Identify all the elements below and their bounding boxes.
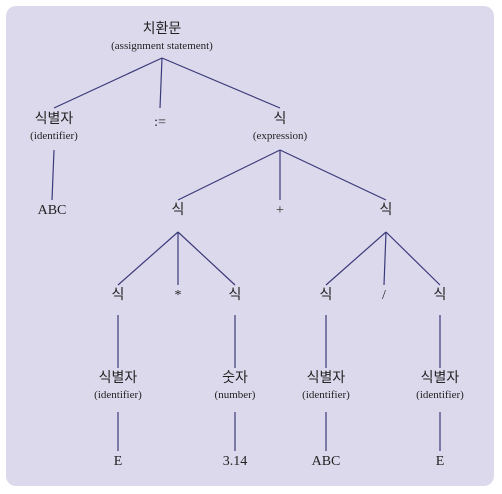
node-leaf-abc-2: ABC [312,454,341,469]
node-ident-e-1: 식별자 (identifier) [94,370,142,401]
node-label: 식별자 [99,370,138,386]
node-label: / [382,288,386,303]
edge-expr-root-to-expr-right [279,149,387,201]
node-assign: 치환문 (assignment statement) [111,21,213,52]
node-label: 식별자 [421,370,460,386]
node-assign-op: := [154,115,166,130]
node-label: 식 [229,287,242,303]
edge-expr-right-to-expr-rr [385,231,441,286]
node-label: ABC [312,454,341,469]
node-label: 식 [380,202,393,218]
node-mult-op: * [175,288,182,303]
edge-assign-to-ident-abc [53,57,163,109]
node-number-node: 숫자 (number) [215,370,256,401]
node-expr-ll: 식 [112,287,125,303]
node-ident-abc-2: 식별자 (identifier) [302,370,350,401]
tree-edges [51,57,441,451]
node-div-op: / [382,288,386,303]
node-sublabel: (assignment statement) [111,40,213,52]
edge-expr-left-to-expr-lr [177,231,236,286]
node-sublabel: (expression) [253,130,308,142]
node-sublabel: (identifier) [94,389,142,401]
node-expr-right: 식 [380,202,393,218]
node-sublabel: (identifier) [416,389,464,401]
node-expr-left: 식 [172,202,185,218]
node-sublabel: (identifier) [302,389,350,401]
node-label: 식 [112,287,125,303]
node-label: 식별자 [307,370,346,386]
edge-expr-right-to-expr-rl [325,231,387,286]
tree-nodes: 치환문 (assignment statement) 식별자 (identifier)… [30,21,464,469]
edge-assign-to-assign-op [159,57,163,109]
node-sublabel: (identifier) [30,130,78,142]
edge-assign-to-expr-root [161,57,281,109]
edge-expr-root-to-expr-left [177,149,281,201]
node-label: 식별자 [35,111,74,127]
node-leaf-e-1: E [114,454,123,469]
node-label: := [154,115,166,130]
node-label: * [175,288,182,303]
node-label: 숫자 [222,370,248,386]
node-label: 식 [274,111,287,127]
node-label: 식 [320,287,333,303]
diagram-background [6,6,494,486]
node-sublabel: (number) [215,389,256,401]
edge-ident-abc-to-leaf-abc-1 [51,149,55,201]
node-expr-root: 식 (expression) [253,111,308,142]
node-label: ABC [38,203,67,218]
node-leaf-e-2: E [436,454,445,469]
node-label: 식 [172,202,185,218]
node-label: 3.14 [223,454,248,469]
node-label: E [436,454,445,469]
node-label: + [276,203,284,218]
node-ident-e-2: 식별자 (identifier) [416,370,464,401]
node-plus-op: + [276,203,284,218]
edge-expr-left-to-expr-ll [117,231,179,286]
node-label: 식 [434,287,447,303]
node-label: 치환문 [143,21,182,37]
node-leaf-314: 3.14 [223,454,248,469]
edge-expr-right-to-div-op [383,231,387,286]
node-ident-abc: 식별자 (identifier) [30,111,78,142]
node-leaf-abc-1: ABC [38,203,67,218]
node-expr-lr: 식 [229,287,242,303]
node-label: E [114,454,123,469]
node-expr-rl: 식 [320,287,333,303]
node-expr-rr: 식 [434,287,447,303]
